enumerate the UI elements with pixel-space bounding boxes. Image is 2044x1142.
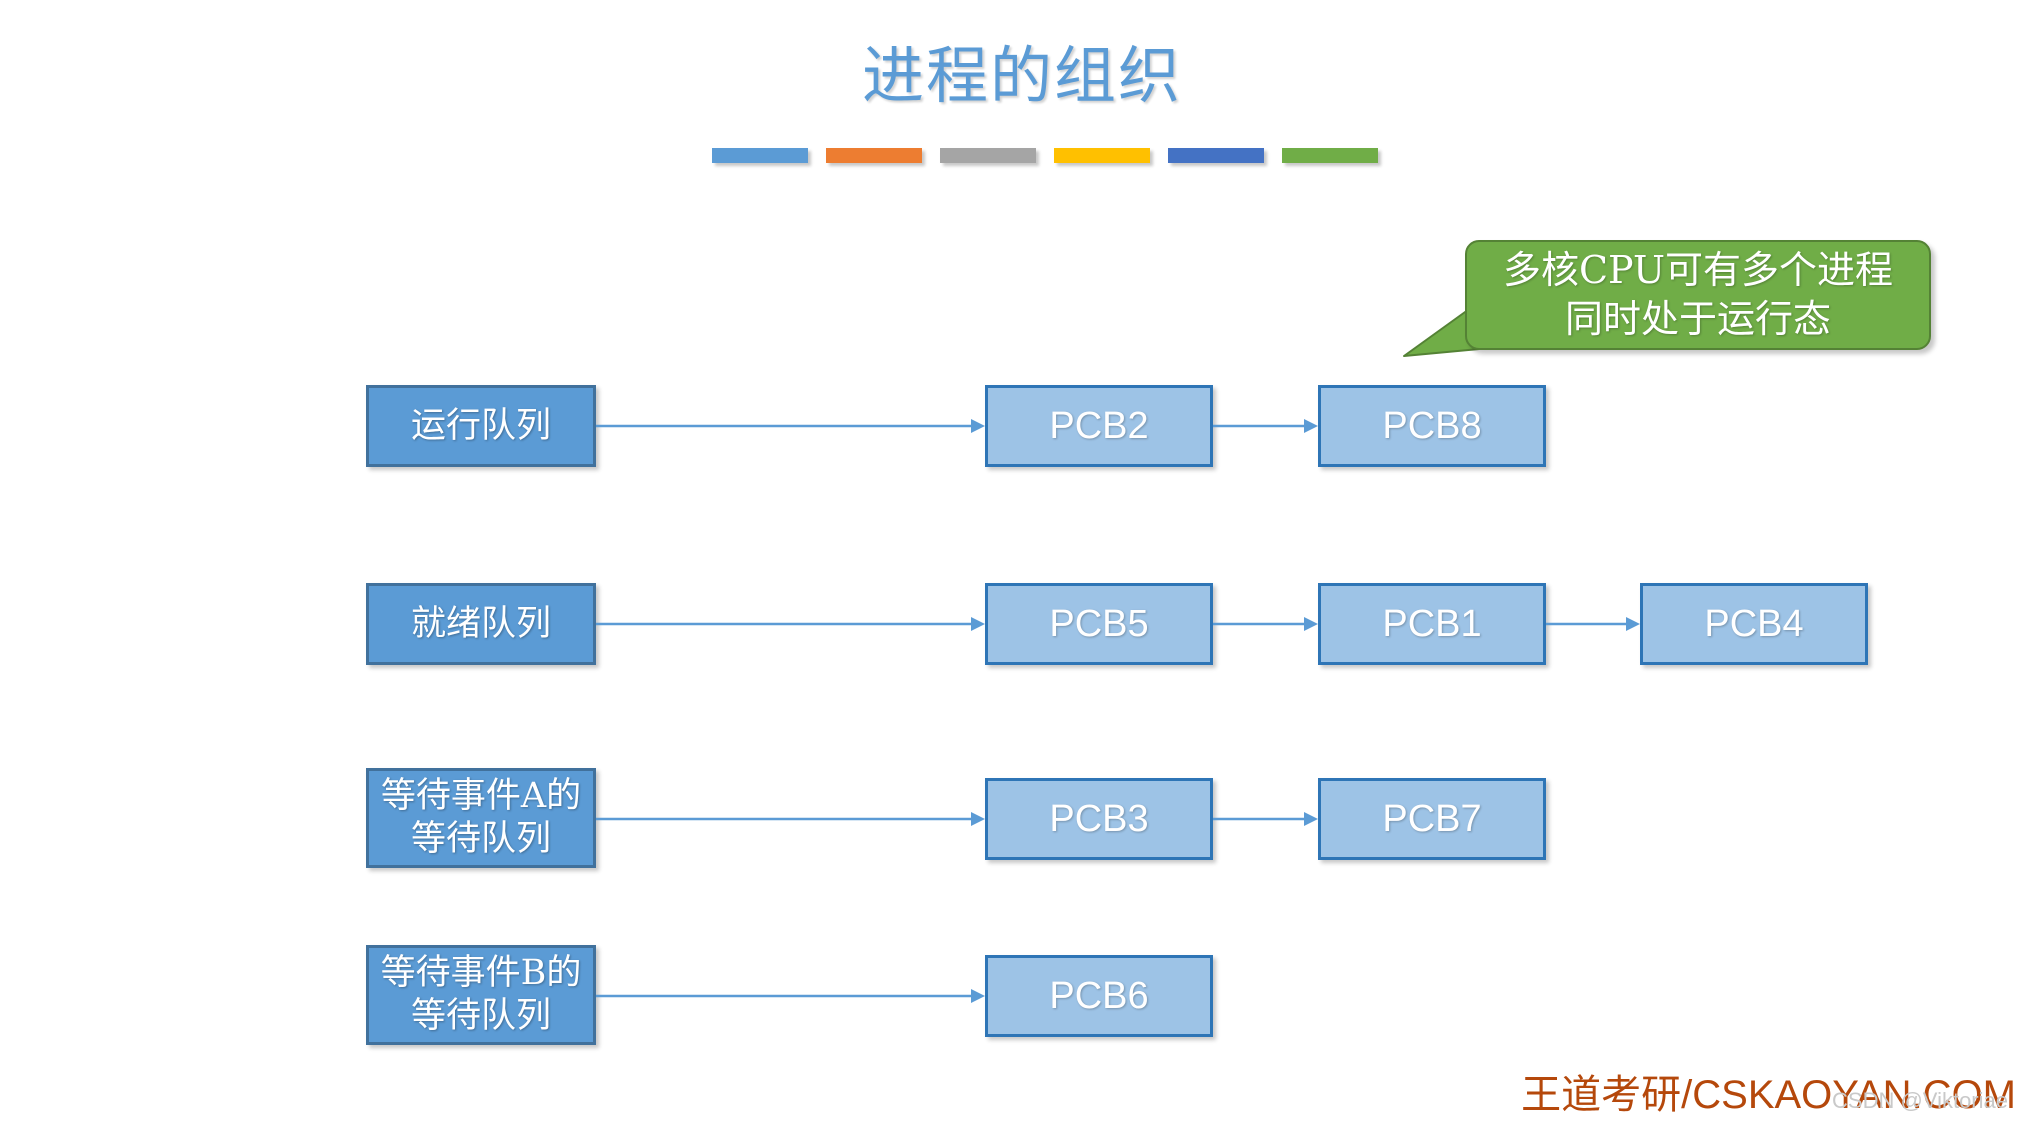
deco-bar-2 [940, 148, 1036, 163]
queue-label-ready-queue[interactable]: 就绪队列 [366, 583, 596, 665]
deco-bar-5 [1282, 148, 1378, 163]
deco-bar-0 [712, 148, 808, 163]
callout-line-2: 同时处于运行态 [1564, 297, 1831, 341]
arrow-ready-queue-2 [1546, 617, 1640, 631]
pcb-node-pcb5[interactable]: PCB5 [985, 583, 1213, 665]
footer-brand: 王道考研/CSKAOYAN.COM [1521, 1062, 2016, 1120]
deco-bar-4 [1168, 148, 1264, 163]
pcb-node-pcb7[interactable]: PCB7 [1318, 778, 1546, 860]
pcb-node-pcb6[interactable]: PCB6 [985, 955, 1213, 1037]
pcb-label: PCB3 [1049, 797, 1149, 840]
queue-label-line-2: 等待队列 [410, 819, 551, 859]
queue-label-line-1: 就绪队列 [410, 603, 551, 644]
arrow-ready-queue-1 [1213, 617, 1318, 631]
pcb-label: PCB4 [1704, 602, 1804, 645]
arrow-ready-queue-0 [596, 617, 985, 631]
arrow-run-queue-1 [1213, 419, 1318, 433]
footer-brand-en: CSKAOYAN.COM [1692, 1073, 2016, 1117]
pcb-label: PCB1 [1382, 602, 1482, 645]
pcb-label: PCB6 [1049, 974, 1149, 1017]
deco-bar-3 [1054, 148, 1150, 163]
pcb-node-pcb8[interactable]: PCB8 [1318, 385, 1546, 467]
deco-bar-1 [826, 148, 922, 163]
queue-label-line-1: 等待事件B的 [380, 953, 582, 994]
arrow-wait-event-a-queue-1 [1213, 812, 1318, 826]
callout-line-1: 多核CPU可有多个进程 [1502, 248, 1893, 293]
pcb-node-pcb3[interactable]: PCB3 [985, 778, 1213, 860]
pcb-label: PCB5 [1049, 602, 1149, 645]
pcb-label: PCB8 [1382, 404, 1482, 447]
queue-label-line-1: 等待事件A的 [380, 776, 582, 817]
pcb-node-pcb4[interactable]: PCB4 [1640, 583, 1868, 665]
pcb-node-pcb1[interactable]: PCB1 [1318, 583, 1546, 665]
queue-label-line-1: 运行队列 [410, 405, 551, 446]
queue-label-wait-event-a-queue[interactable]: 等待事件A的等待队列 [366, 768, 596, 868]
queue-label-wait-event-b-queue[interactable]: 等待事件B的等待队列 [366, 945, 596, 1045]
queue-label-line-2: 等待队列 [410, 996, 551, 1036]
arrow-wait-event-a-queue-0 [596, 812, 985, 826]
pcb-node-pcb2[interactable]: PCB2 [985, 385, 1213, 467]
queue-label-run-queue[interactable]: 运行队列 [366, 385, 596, 467]
arrow-run-queue-0 [596, 419, 985, 433]
arrow-wait-event-b-queue-0 [596, 989, 985, 1003]
pcb-label: PCB7 [1382, 797, 1482, 840]
footer-brand-sep: / [1681, 1073, 1693, 1117]
callout-bubble: 多核CPU可有多个进程 同时处于运行态 [1465, 240, 1931, 350]
decoration-bar-group [712, 148, 1378, 163]
page-title: 进程的组织 [861, 39, 1182, 112]
pcb-label: PCB2 [1049, 404, 1149, 447]
footer-brand-cn: 王道考研 [1521, 1072, 1682, 1118]
